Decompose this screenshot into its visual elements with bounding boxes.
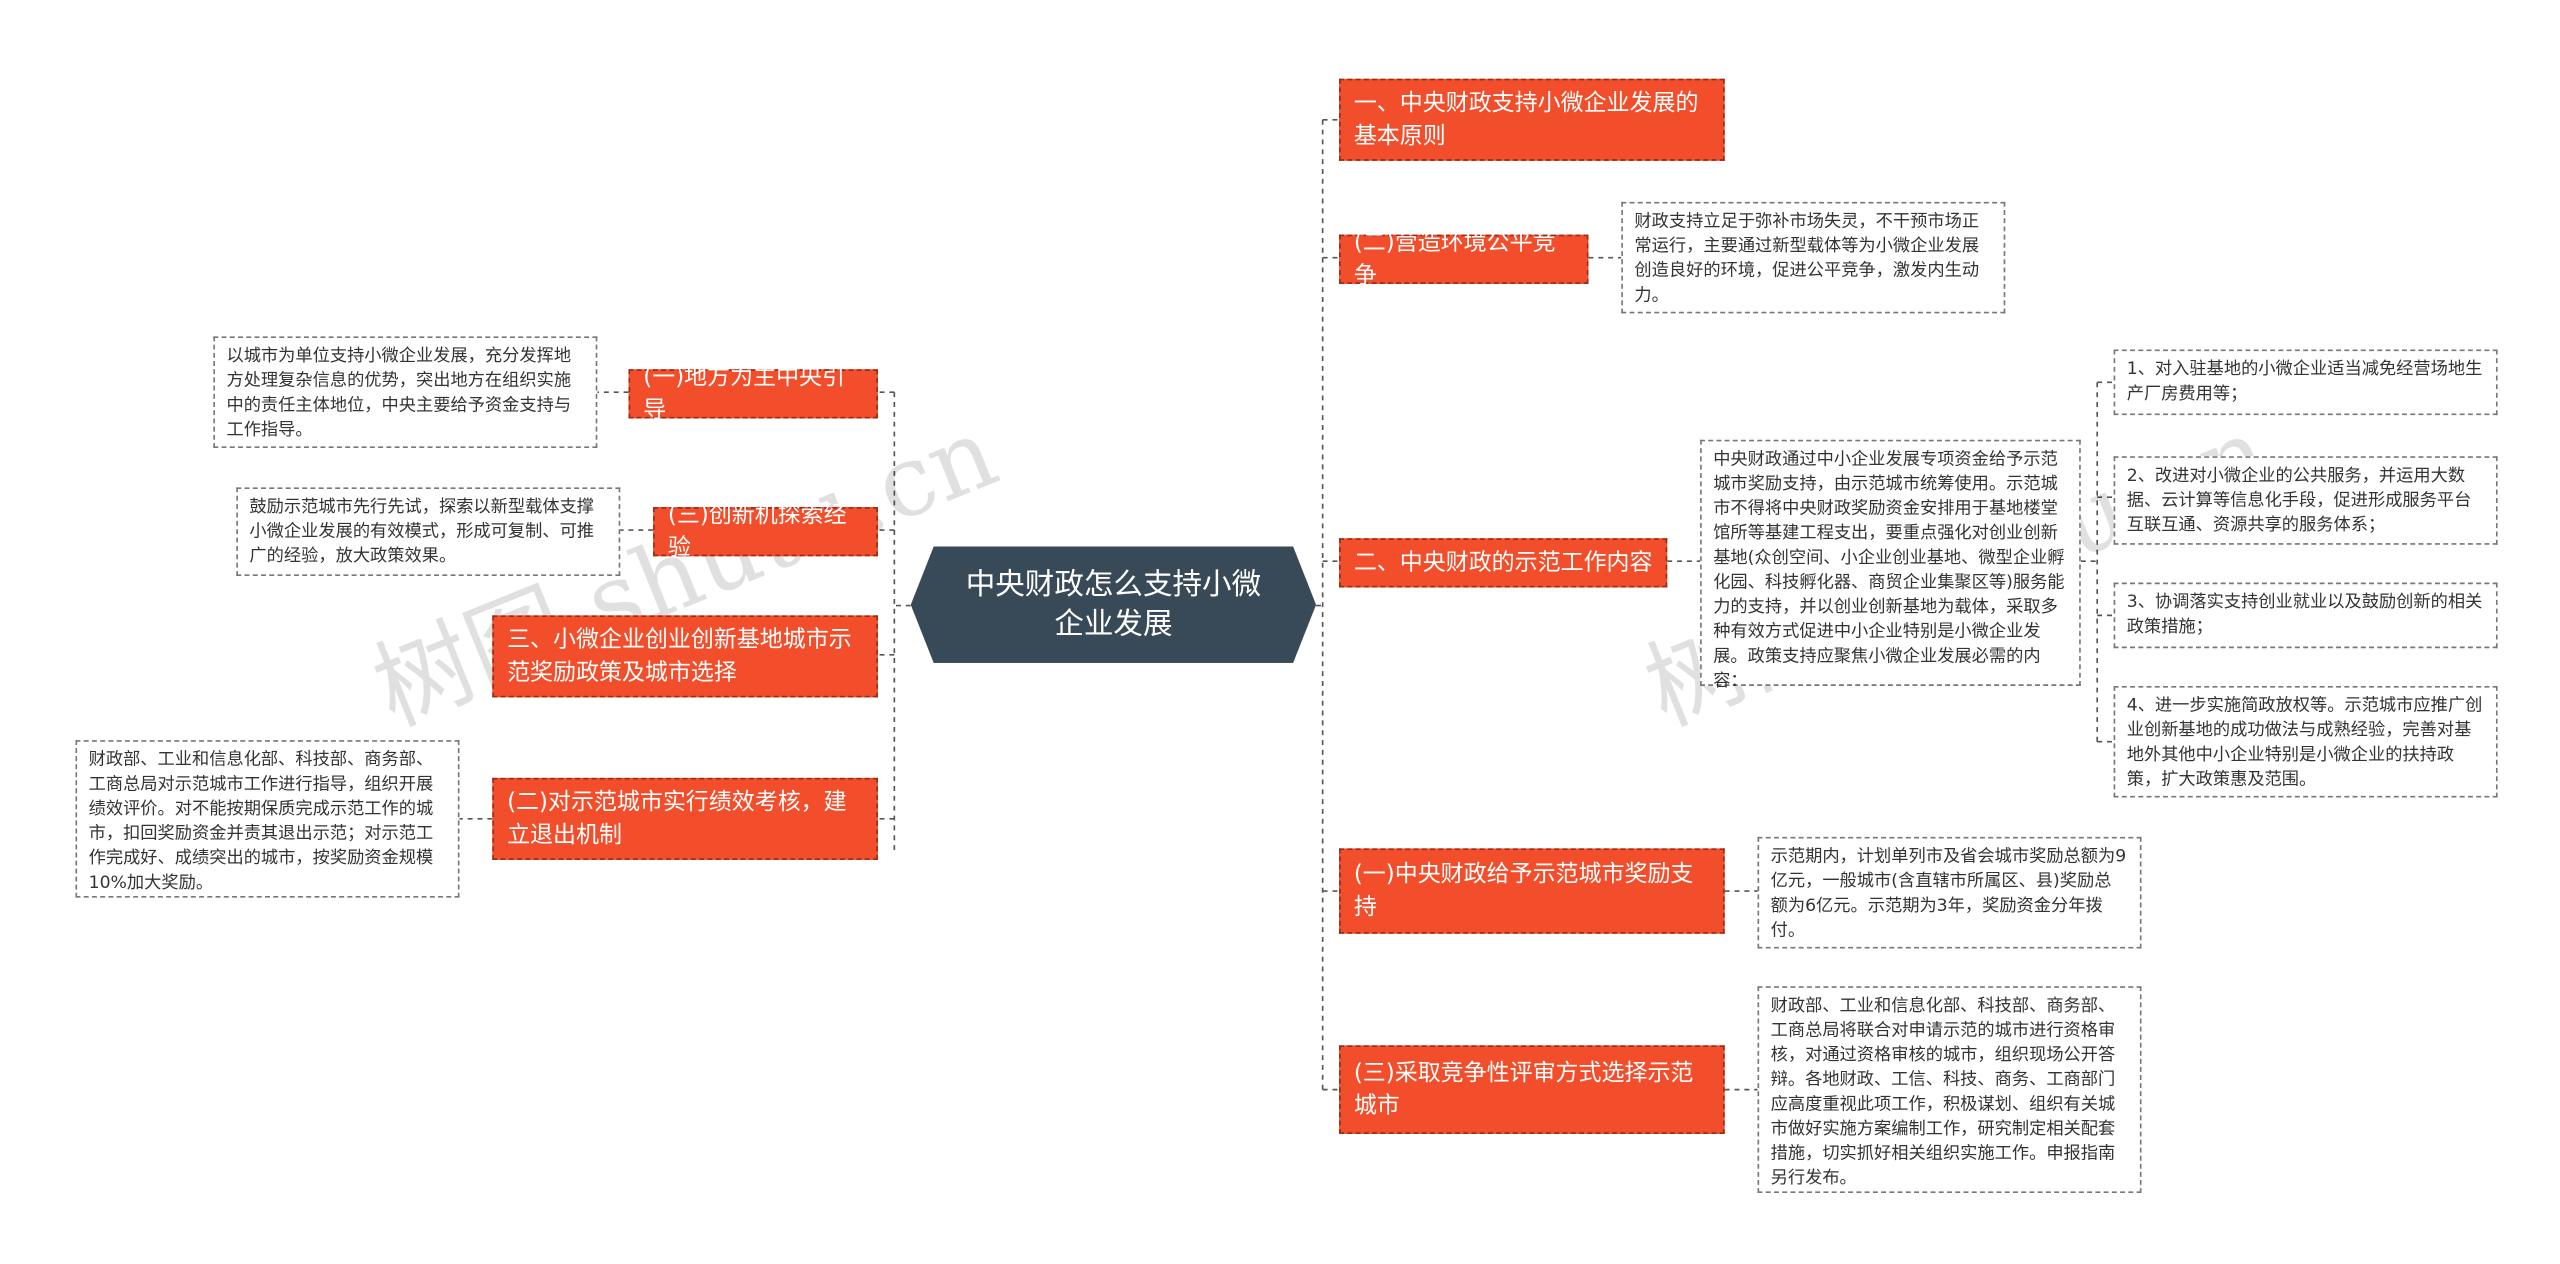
topic-innovation-mechanism[interactable]: (三)创新机探索经验	[653, 502, 878, 561]
topic-local-guidance[interactable]: (一)地方为主中央引导	[628, 364, 878, 423]
detail-local-guidance: 以城市为单位支持小微企业发展，充分发挥地方处理复杂信息的优势，突出地方在组织实施…	[213, 336, 598, 448]
topic-city-reward[interactable]: (一)中央财政给予示范城市奖励支持	[1339, 848, 1725, 934]
sub-item-2: 2、改进对小微企业的公共服务，并运用大数据、云计算等信息化手段，促进形成服务平台…	[2113, 456, 2498, 545]
sub-item-1: 1、对入驻基地的小微企业适当减免经营场地生产厂房费用等；	[2113, 349, 2498, 416]
detail-competitive-review: 财政部、工业和信息化部、科技部、商务部、工商总局将联合对申请示范的城市进行资格审…	[1757, 986, 2142, 1194]
root-node[interactable]: 中央财政怎么支持小微企业发展	[911, 546, 1316, 663]
detail-city-reward: 示范期内，计划单列市及省会城市奖励总额为9亿元，一般城市(含直辖市所属区、县)奖…	[1757, 836, 2142, 949]
topic-performance-review[interactable]: (二)对示范城市实行绩效考核，建立退出机制	[492, 777, 878, 860]
sub-item-3: 3、协调落实支持创业就业以及鼓励创新的相关政策措施；	[2113, 582, 2498, 649]
detail-innovation-mechanism: 鼓励示范城市先行先试，探索以新型载体支撑小微企业发展的有效模式，形成可复制、可推…	[236, 487, 621, 576]
detail-fair-competition: 财政支持立足于弥补市场失灵，不干预市场正常运行，主要通过新型载体等为小微企业发展…	[1621, 201, 2006, 314]
sub-item-4: 4、进一步实施简政放权等。示范城市应推广创业创新基地的成功做法与成熟经验，完善对…	[2113, 685, 2498, 798]
topic-competitive-review[interactable]: (三)采取竞争性评审方式选择示范城市	[1339, 1045, 1725, 1134]
detail-performance-review: 财政部、工业和信息化部、科技部、商务部、工商总局对示范城市工作进行指导，组织开展…	[75, 740, 460, 898]
topic-basic-principles[interactable]: 一、中央财政支持小微企业发展的基本原则	[1339, 78, 1725, 161]
topic-fair-competition[interactable]: (二)营造环境公平竞争	[1339, 230, 1589, 289]
topic-demo-work[interactable]: 二、中央财政的示范工作内容	[1339, 538, 1668, 588]
topic-base-city-policy[interactable]: 三、小微企业创业创新基地城市示范奖励政策及城市选择	[492, 615, 878, 698]
detail-demo-work: 中央财政通过中小企业发展专项资金给予示范城市奖励支持，由示范城市统筹使用。示范城…	[1700, 439, 2081, 691]
